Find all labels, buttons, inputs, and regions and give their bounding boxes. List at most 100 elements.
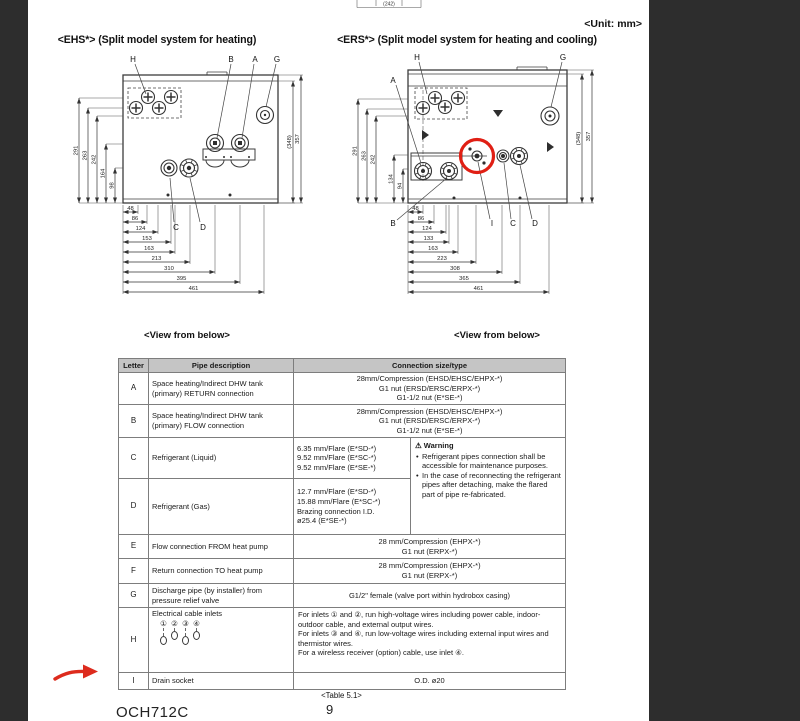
dim-label: (348) — [287, 135, 293, 149]
description-cell: Drain socket — [148, 672, 294, 690]
pipe-port — [413, 161, 433, 181]
pipe-port — [205, 133, 225, 153]
description-cell: Refrigerant (Liquid) — [148, 437, 294, 479]
port-label-G: G — [274, 55, 280, 64]
dim-label: 94 — [398, 182, 404, 189]
dim-label: 86 — [418, 216, 424, 222]
dim-label: 98 — [110, 182, 116, 188]
unit-outline — [407, 66, 568, 204]
dim-label: 291 — [74, 146, 80, 156]
header-description: Pipe description — [148, 358, 294, 373]
pipe-port — [471, 150, 483, 162]
pipe-port — [439, 161, 459, 181]
table-caption: <Table 5.1> — [321, 691, 362, 700]
dim-label: 461 — [474, 286, 484, 292]
pipe-port — [255, 105, 275, 125]
letter-cell: C — [118, 437, 149, 479]
pipe-port — [544, 110, 556, 122]
port-label-A: A — [390, 76, 396, 85]
figure-title-ers: <ERS*> (Split model system for heating a… — [337, 34, 597, 46]
dim-label: 124 — [136, 226, 146, 232]
dim-label: 308 — [450, 266, 460, 272]
port-label-H: H — [130, 55, 136, 64]
pipe-port — [442, 164, 456, 178]
connection-cell: O.D. ø20 — [292, 672, 567, 690]
connection-cell: 28mm/Compression (EHSD/EHSC/EHPX-*) G1 n… — [292, 372, 567, 405]
pipe-port — [512, 149, 526, 163]
inlet-oval-icon — [160, 635, 167, 645]
row-A: A Space heating/Indirect DHW tank (prima… — [118, 372, 567, 405]
port-label-H: H — [414, 53, 420, 62]
letter-cell: I — [118, 672, 149, 690]
dim-label: 242 — [92, 155, 98, 165]
dim-label: 310 — [164, 266, 174, 272]
connection-cell: G1/2" female (valve port within hydrobox… — [292, 583, 567, 608]
description-cell: Space heating/Indirect DHW tank (primary… — [148, 372, 294, 405]
row-G: G Discharge pipe (by installer) from pre… — [118, 583, 567, 608]
connection-cell: 28 mm/Compression (EHPX-*) G1 nut (ERPX-… — [292, 534, 567, 559]
dim-label: 164 — [101, 168, 107, 178]
pipe-port — [209, 137, 221, 149]
unit-label: <Unit: mm> — [584, 18, 642, 30]
refrigerant-warning-cell: ⚠ Warning •Refrigerant pipes connection … — [409, 437, 567, 535]
description-cell: Flow connection FROM heat pump — [148, 534, 294, 559]
dim-label: 357 — [295, 134, 301, 144]
port-label-B: B — [390, 219, 395, 228]
pipe-port — [509, 146, 529, 166]
red-circle-annotation — [458, 137, 496, 175]
pipe-port — [259, 109, 271, 121]
letter-cell: E — [118, 534, 149, 559]
pipe-port — [182, 161, 196, 175]
red-arrow-head — [83, 664, 98, 679]
pipe-port — [496, 149, 510, 163]
cable-inlet-glyphs: ① ② ③ ④ — [158, 619, 290, 645]
description-cell: Electrical cable inlets ① ② ③ ④ — [148, 607, 294, 673]
description-cell: Refrigerant (Gas) — [148, 478, 294, 535]
port-label-C: C — [173, 223, 179, 232]
header-letter: Letter — [118, 358, 149, 373]
inlet-oval-icon — [171, 630, 178, 640]
dim-label: (348) — [576, 132, 582, 146]
dim-label: 86 — [132, 216, 138, 222]
dim-label: 133 — [424, 236, 434, 242]
pipe-port — [234, 137, 246, 149]
row-I: I Drain socket O.D. ø20 — [118, 672, 567, 690]
port-label-D: D — [200, 223, 206, 232]
connection-cell: 28 mm/Compression (EHPX-*) G1 nut (ERPX-… — [292, 558, 567, 584]
warning-title: ⚠ Warning — [415, 441, 454, 450]
cable-inlet-port — [128, 100, 144, 116]
dim-label: 357 — [586, 132, 592, 142]
cable-inlet-port — [437, 99, 453, 115]
dim-label: 124 — [422, 226, 432, 232]
dim-label: 395 — [177, 276, 187, 282]
port-label-I: I — [491, 219, 493, 228]
remnant-dim-label: (242) — [383, 2, 395, 8]
table-header-row: Letter Pipe description Connection size/… — [118, 358, 567, 373]
view-caption: <View from below> — [144, 330, 230, 341]
row-H: H Electrical cable inlets ① ② ③ ④ For in… — [118, 607, 567, 673]
dim-label: 263 — [83, 151, 89, 161]
port-label-B: B — [228, 55, 233, 64]
cable-inlet-port — [415, 100, 431, 116]
letter-cell: H — [118, 607, 149, 673]
letter-cell: D — [118, 478, 149, 535]
port-label-A: A — [252, 55, 258, 64]
cable-inlet-port — [151, 100, 167, 116]
connection-cell: 6.35 mm/Flare (E*SD-*) 9.52 mm/Flare (E*… — [293, 437, 411, 479]
row-E: E Flow connection FROM heat pump 28 mm/C… — [118, 534, 567, 559]
dim-label: 242 — [371, 155, 377, 165]
cable-inlet-zone — [127, 87, 182, 119]
port-label-D: D — [532, 219, 538, 228]
inlet-oval-icon — [193, 630, 200, 640]
row-D: D Refrigerant (Gas) 12.7 mm/Flare (E*SD-… — [118, 478, 566, 535]
dim-label: 213 — [152, 256, 162, 262]
header-connection: Connection size/type — [292, 358, 567, 373]
dim-label: 163 — [428, 246, 438, 252]
letter-cell: F — [118, 558, 149, 584]
connection-cell: For inlets ① and ②, run high-voltage wir… — [292, 607, 567, 673]
